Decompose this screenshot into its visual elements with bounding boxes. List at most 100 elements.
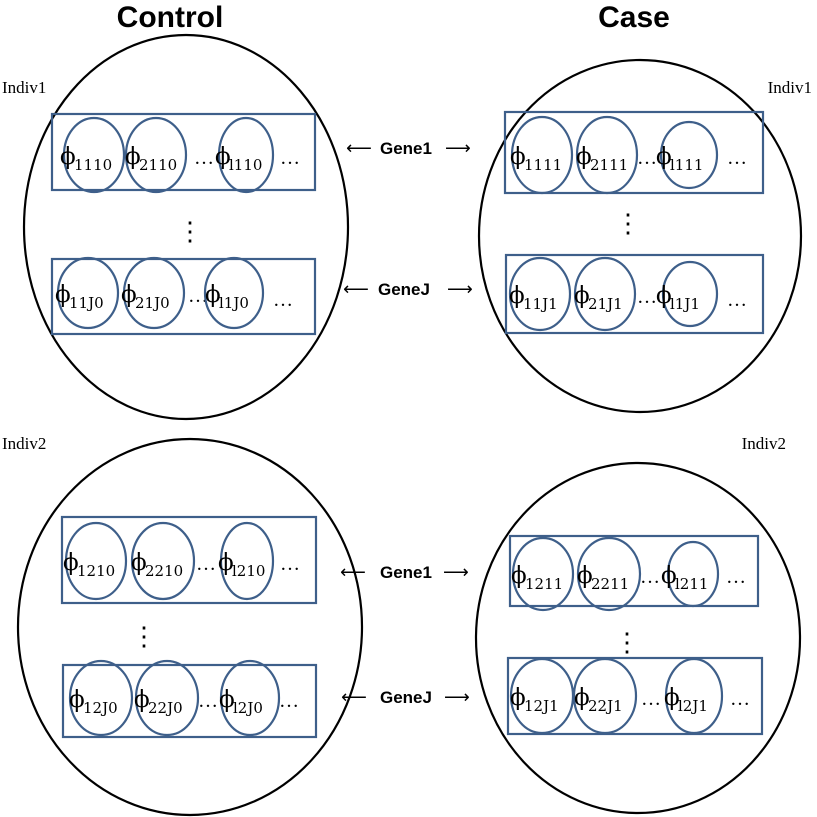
control-title: Control (117, 1, 224, 34)
gene-box (50, 257, 317, 336)
svg-text:l2J0: l2J0 (233, 699, 263, 717)
ellipsis: … (637, 286, 657, 308)
ellipsis: … (280, 147, 300, 169)
svg-text:ϕ: ϕ (215, 144, 231, 170)
cell: ϕ 22J0 (134, 659, 200, 737)
svg-text:ϕ: ϕ (661, 563, 677, 589)
geneJ-connector-row2: ⟵ GeneJ ⟶ (341, 687, 470, 708)
right-arrow-icon: ⟶ (447, 279, 473, 300)
svg-text:l110: l110 (229, 156, 262, 174)
svg-text:l1J0: l1J0 (219, 294, 249, 312)
gene1-connector-row1: ⟵ Gene1 ⟶ (346, 138, 471, 159)
svg-text:ϕ: ϕ (125, 144, 141, 170)
ellipsis: … (727, 147, 747, 169)
svg-text:ϕ: ϕ (574, 283, 590, 309)
svg-text:ϕ: ϕ (219, 687, 235, 713)
cell: ϕ l1J1 (656, 260, 719, 328)
svg-text:ϕ: ϕ (510, 144, 526, 170)
cell: ϕ 21J0 (121, 256, 186, 330)
ellipsis: … (727, 289, 747, 311)
svg-text:2110: 2110 (139, 156, 177, 174)
left-arrow-icon: ⟵ (341, 687, 367, 708)
ellipsis: … (194, 147, 214, 169)
cell: ϕ l2J1 (664, 657, 724, 735)
ellipsis: … (280, 553, 300, 575)
indiv2-case-label: Indiv2 (742, 434, 786, 453)
gene-box (508, 534, 760, 608)
left-arrow-icon: ⟵ (340, 562, 366, 583)
svg-text:22J0: 22J0 (148, 699, 183, 717)
cell: ϕ 21J1 (573, 256, 637, 332)
right-arrow-icon: ⟶ (444, 687, 470, 708)
gene-box (504, 253, 765, 335)
ellipsis: … (730, 688, 750, 710)
svg-text:ϕ: ϕ (510, 685, 526, 711)
svg-text:ϕ: ϕ (205, 282, 221, 308)
ellipsis: … (273, 289, 293, 311)
cell: ϕ l111 (656, 120, 719, 190)
svg-text:12J0: 12J0 (83, 699, 118, 717)
vertical-ellipsis: ⋮ (177, 217, 203, 246)
left-arrow-icon: ⟵ (346, 138, 372, 159)
svg-text:22J1: 22J1 (588, 697, 623, 715)
svg-text:ϕ: ϕ (656, 144, 672, 170)
left-arrow-icon: ⟵ (343, 279, 369, 300)
svg-text:l2J1: l2J1 (678, 697, 708, 715)
svg-text:1110: 1110 (74, 156, 112, 174)
ellipsis: … (640, 566, 660, 588)
cell: ϕ 1111 (510, 115, 574, 195)
indiv1-control-label: Indiv1 (2, 78, 46, 97)
ellipsis: … (637, 147, 657, 169)
cell: ϕ l110 (215, 116, 275, 194)
svg-text:ϕ: ϕ (656, 283, 672, 309)
gene1-label: Gene1 (380, 563, 432, 582)
ellipsis: … (188, 285, 208, 307)
ellipsis: … (726, 566, 746, 588)
ellipsis: … (196, 553, 216, 575)
cell: ϕ 11J1 (508, 256, 572, 332)
vertical-ellipsis: ⋮ (131, 622, 157, 651)
svg-text:l1J1: l1J1 (670, 295, 700, 313)
geneJ-connector-row1: ⟵ GeneJ ⟶ (343, 279, 473, 300)
right-arrow-icon: ⟶ (445, 138, 471, 159)
svg-text:21J0: 21J0 (135, 294, 170, 312)
cell: ϕ 1110 (60, 116, 126, 194)
gene-box (506, 656, 764, 736)
svg-text:21J1: 21J1 (588, 295, 623, 313)
svg-text:ϕ: ϕ (577, 563, 593, 589)
cell: ϕ 2111 (575, 115, 639, 195)
vertical-ellipsis: ⋮ (615, 209, 641, 238)
indiv1-case-ellipse (477, 58, 803, 414)
gene-box (61, 663, 318, 739)
cell: ϕ 2211 (576, 536, 642, 612)
indiv2-control-ellipse (16, 437, 364, 817)
gene1-label: Gene1 (380, 139, 432, 158)
svg-text:12J1: 12J1 (524, 697, 559, 715)
svg-text:ϕ: ϕ (574, 685, 590, 711)
svg-text:2111: 2111 (590, 156, 628, 174)
svg-text:ϕ: ϕ (63, 550, 79, 576)
svg-text:ϕ: ϕ (218, 550, 234, 576)
svg-text:ϕ: ϕ (131, 550, 147, 576)
indiv2-case-ellipse (474, 461, 802, 815)
cell: ϕ 12J1 (509, 657, 575, 735)
indiv1-case-label: Indiv1 (768, 78, 812, 97)
svg-text:ϕ: ϕ (60, 144, 76, 170)
geneJ-label: GeneJ (380, 688, 432, 707)
cell: ϕ 1210 (63, 521, 128, 601)
gene-box (503, 110, 765, 195)
gene-box (60, 515, 318, 605)
svg-text:11J1: 11J1 (523, 295, 558, 313)
cell: ϕ l210 (218, 521, 275, 601)
svg-text:ϕ: ϕ (121, 282, 137, 308)
svg-text:ϕ: ϕ (69, 687, 85, 713)
svg-text:1111: 1111 (524, 156, 562, 174)
cell: ϕ 12J0 (68, 659, 134, 737)
geneJ-label: GeneJ (378, 280, 430, 299)
svg-text:1211: 1211 (525, 575, 563, 593)
svg-text:2211: 2211 (591, 575, 629, 593)
gene-box (50, 112, 317, 192)
cell: ϕ l211 (661, 540, 720, 608)
indiv1-control-ellipse (22, 33, 350, 421)
cell: ϕ 11J0 (55, 256, 120, 330)
